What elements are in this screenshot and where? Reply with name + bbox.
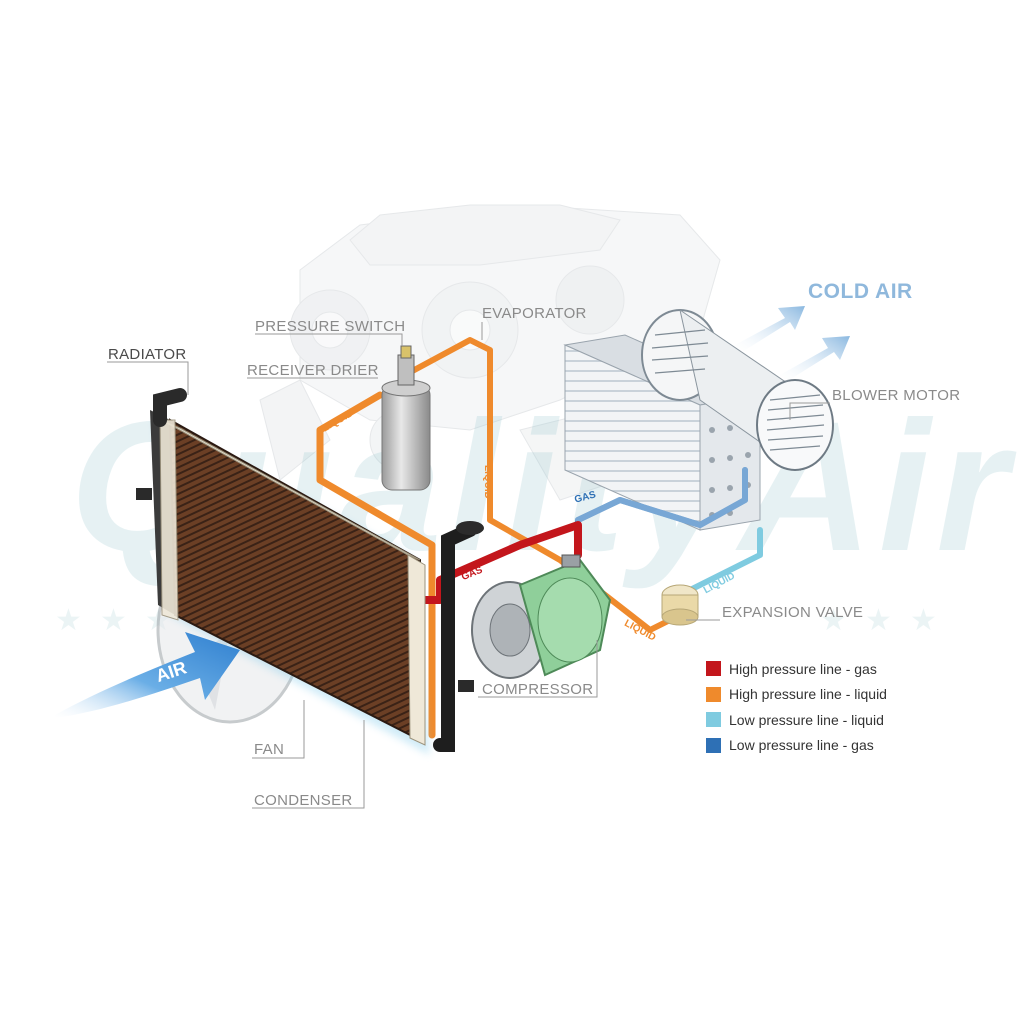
label-receiver-drier: RECEIVER DRIER	[247, 362, 379, 379]
legend-swatch	[706, 661, 721, 677]
svg-text:★: ★	[820, 603, 847, 638]
low-liquid-line	[687, 527, 763, 593]
label-blower-motor: BLOWER MOTOR	[832, 387, 961, 404]
legend-label: Low pressure line - gas	[729, 737, 874, 754]
legend-swatch	[706, 737, 721, 753]
legend: High pressure line - gas High pressure l…	[706, 656, 887, 758]
svg-text:★: ★	[100, 603, 127, 638]
label-evaporator: EVAPORATOR	[482, 305, 587, 322]
svg-text:★: ★	[865, 603, 892, 638]
leader-lines	[107, 322, 830, 809]
legend-label: High pressure line - gas	[729, 660, 877, 677]
label-radiator: RADIATOR	[108, 346, 187, 363]
svg-text:★: ★	[910, 603, 937, 638]
legend-item: High pressure line - liquid	[706, 682, 887, 708]
legend-swatch	[706, 686, 721, 702]
high-liquid-line-upper	[402, 337, 673, 633]
high-gas-line	[406, 521, 582, 604]
label-cold-air: COLD AIR	[808, 280, 913, 303]
air-arrow: AIR	[55, 632, 240, 718]
legend-item: High pressure line - gas	[706, 656, 887, 682]
legend-item: Low pressure line - gas	[706, 733, 887, 759]
high-liquid-line	[316, 391, 436, 739]
receiver-drier	[381, 345, 431, 491]
label-fan: FAN	[254, 741, 285, 758]
refrigerant-lines	[316, 337, 763, 739]
condenser-radiator	[136, 388, 484, 755]
cold-air-arrows	[735, 306, 850, 382]
label-compressor: COMPRESSOR	[482, 681, 594, 698]
legend-item: Low pressure line - liquid	[706, 707, 887, 733]
compressor	[471, 554, 612, 679]
legend-label: Low pressure line - liquid	[729, 711, 884, 728]
label-pressure-switch: PRESSURE SWITCH	[255, 318, 406, 335]
label-condenser: CONDENSER	[254, 792, 353, 809]
label-expansion-valve: EXPANSION VALVE	[722, 604, 864, 621]
legend-swatch	[706, 712, 721, 728]
flow-tag-liquid: LIQUID	[482, 465, 493, 499]
legend-label: High pressure line - liquid	[729, 686, 887, 703]
svg-text:★: ★	[55, 603, 82, 638]
expansion-valve	[661, 584, 699, 626]
